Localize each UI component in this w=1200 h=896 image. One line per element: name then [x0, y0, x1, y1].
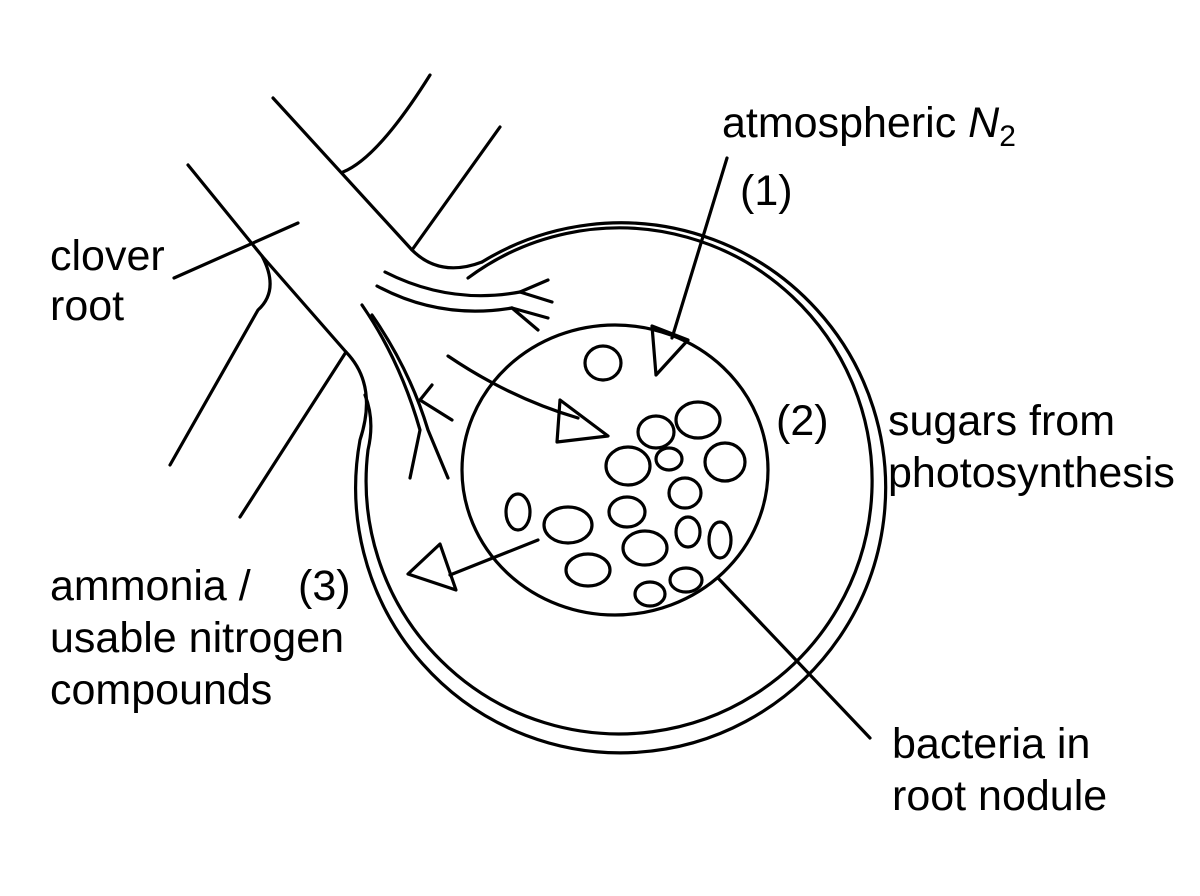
lateral-root-right	[410, 125, 502, 252]
label-bacteria: bacteria in root nodule	[892, 720, 1107, 820]
bacterium	[667, 476, 703, 510]
arrow-ammonia	[406, 538, 540, 592]
bacterium	[607, 495, 647, 529]
root-inner-edge	[238, 254, 348, 519]
bacterium	[621, 529, 669, 567]
bacterium	[504, 492, 532, 532]
label-step-3: (3)	[298, 562, 351, 610]
root-upper-edge	[271, 96, 484, 270]
bacterium	[654, 446, 684, 472]
vascular-strands	[360, 270, 554, 480]
bacterium	[674, 400, 722, 440]
bacterium	[542, 505, 594, 545]
bacterium	[604, 445, 652, 487]
arrow-nitrogen	[650, 156, 729, 377]
label-ammonia: ammonia / usable nitrogen compounds	[50, 562, 356, 714]
bacterium	[633, 580, 667, 608]
nodule-outer-wall	[344, 221, 888, 755]
bacteria-cluster	[504, 344, 747, 608]
bacterium	[668, 566, 704, 594]
label-atmospheric-n2: atmospheric N2	[722, 99, 1016, 153]
label-step-1: (1)	[740, 167, 793, 215]
label-sugars: sugars from photosynthesis	[888, 397, 1175, 497]
bacterium	[674, 515, 702, 549]
bacterial-zone	[460, 323, 770, 617]
label-clover-root: clover root	[50, 232, 177, 330]
bacterium	[636, 414, 676, 450]
leader-line-bacteria	[716, 576, 872, 740]
label-step-2: (2)	[776, 397, 829, 445]
bacterium	[583, 344, 623, 382]
bacterium	[703, 441, 747, 483]
bacterium	[707, 520, 733, 560]
lateral-root-left	[341, 73, 432, 174]
leader-line-clover-root	[172, 221, 300, 280]
root-lower-edge	[168, 163, 272, 467]
arrow-sugars	[446, 354, 610, 444]
bacterium	[564, 552, 612, 588]
